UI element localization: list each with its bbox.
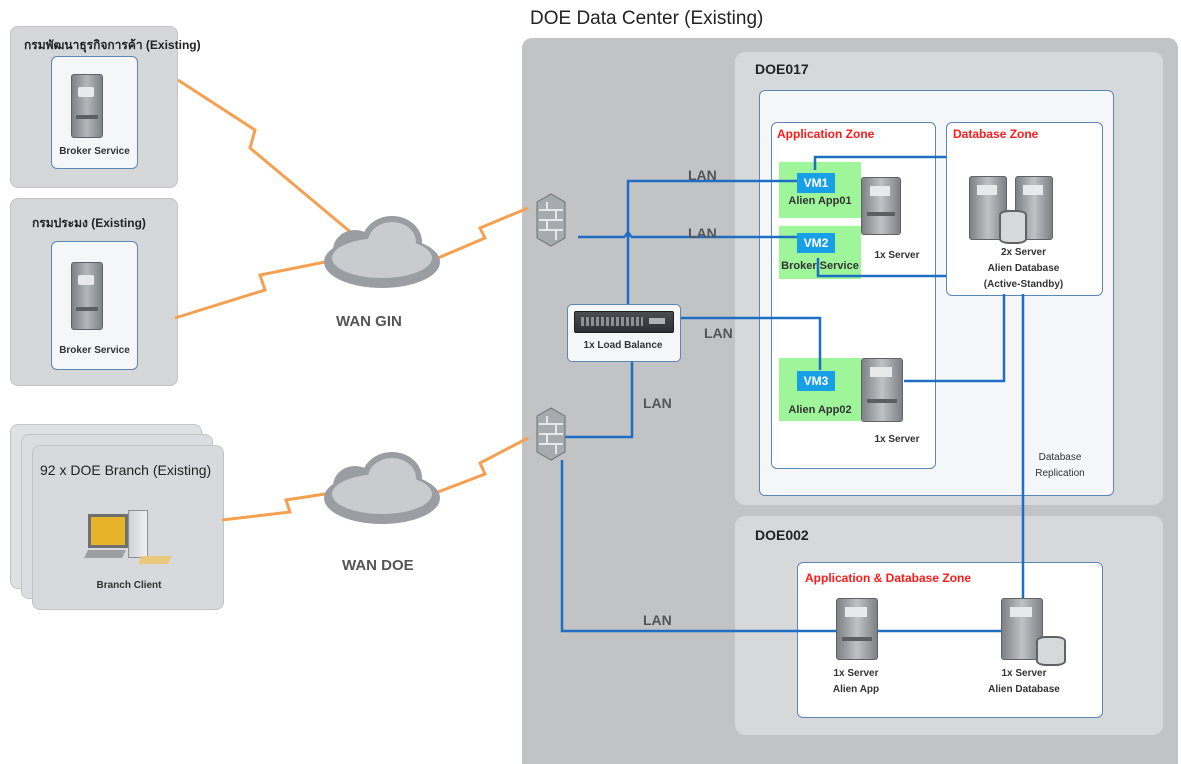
doe002-app-server-icon bbox=[836, 598, 878, 660]
fisheries-server-label: Broker Service bbox=[59, 345, 130, 356]
dbd-server-label: Broker Service bbox=[59, 146, 130, 157]
lan-link-lb-vm3 bbox=[676, 316, 822, 370]
dbd-title: กรมพัฒนาธุรกิจการค้า (Existing) bbox=[24, 38, 201, 52]
doe002-app-label-2: Alien App bbox=[832, 684, 880, 695]
branch-title: 92 x DOE Branch (Existing) bbox=[40, 462, 212, 478]
vm1-app-label: Alien App01 bbox=[788, 195, 852, 207]
fisheries-title: กรมประมง (Existing) bbox=[32, 216, 146, 230]
app-server-label-2: 1x Server bbox=[874, 434, 920, 445]
lan-link-fw2-doe002 bbox=[560, 460, 1005, 633]
load-balancer-icon bbox=[574, 311, 674, 333]
doe002-title: DOE002 bbox=[755, 527, 809, 543]
firewall-icon-gin bbox=[536, 193, 566, 247]
replication-label-line2: Replication bbox=[1035, 468, 1085, 479]
lan-label-3: LAN bbox=[704, 325, 733, 341]
firewall-icon-doe bbox=[536, 407, 566, 461]
wan-link-doe-fw bbox=[437, 436, 529, 494]
database-icon bbox=[999, 210, 1027, 244]
vm2-app-label: Broker Service bbox=[781, 260, 859, 272]
database-zone-title: Database Zone bbox=[953, 127, 1039, 141]
db-link-vm2 bbox=[816, 258, 946, 278]
dbd-server-icon bbox=[71, 74, 103, 138]
lan-label-1: LAN bbox=[688, 167, 717, 183]
db-zone-label-line1: 2x Server bbox=[1000, 247, 1047, 258]
fisheries-server-icon bbox=[71, 262, 103, 330]
vm3-app-label: Alien App02 bbox=[788, 404, 852, 416]
wan-link-branch bbox=[221, 490, 339, 522]
doe017-title: DOE017 bbox=[755, 61, 809, 77]
branch-client-label: Branch Client bbox=[96, 580, 162, 591]
branch-client-icon bbox=[82, 510, 176, 572]
wan-link-fisheries bbox=[174, 256, 346, 320]
lan-link-vm2-hop bbox=[623, 231, 633, 238]
app-server-icon-2 bbox=[861, 358, 903, 422]
doe002-database-icon bbox=[1036, 636, 1066, 666]
db-zone-label-line3: (Active-Standby) bbox=[983, 279, 1064, 290]
app-server-label-1: 1x Server bbox=[874, 250, 920, 261]
application-zone-title: Application Zone bbox=[777, 127, 875, 141]
vm2-badge: VM2 bbox=[797, 233, 835, 253]
app-db-zone-title: Application & Database Zone bbox=[805, 571, 972, 585]
lan-label-4: LAN bbox=[643, 395, 672, 411]
wan-doe-label: WAN DOE bbox=[342, 557, 414, 574]
app-server-icon-1 bbox=[861, 177, 901, 235]
wan-link-gin-fw bbox=[437, 206, 529, 260]
vm1-badge: VM1 bbox=[797, 173, 835, 193]
lan-link-lb-fw2 bbox=[562, 360, 634, 439]
doe002-db-label-1: 1x Server bbox=[1001, 668, 1047, 679]
replication-label-line1: Database bbox=[1038, 452, 1082, 463]
datacenter-title: DOE Data Center (Existing) bbox=[530, 8, 764, 29]
doe002-db-label-2: Alien Database bbox=[988, 684, 1060, 695]
db-zone-label-line2: Alien Database bbox=[987, 263, 1060, 274]
load-balancer-label: 1x Load Balance bbox=[583, 340, 663, 351]
lan-label-5: LAN bbox=[643, 612, 672, 628]
db-link-vm3 bbox=[904, 294, 1006, 383]
vm3-badge: VM3 bbox=[797, 371, 835, 391]
wan-link-dbd bbox=[177, 78, 361, 242]
lan-link-vm1 bbox=[626, 179, 797, 305]
wan-gin-label: WAN GIN bbox=[336, 313, 402, 330]
db-link-vm1 bbox=[813, 155, 946, 170]
lan-label-2: LAN bbox=[688, 225, 717, 241]
doe002-app-label-1: 1x Server bbox=[833, 668, 879, 679]
